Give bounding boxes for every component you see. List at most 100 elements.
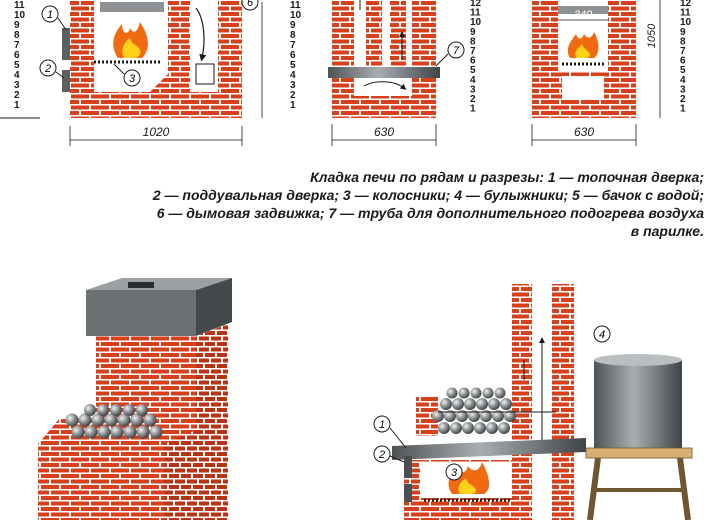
stone — [84, 425, 98, 439]
svg-text:3: 3 — [129, 73, 136, 85]
row-number: 4 — [14, 70, 20, 81]
row-number: 3 — [14, 80, 20, 91]
svg-text:2: 2 — [44, 63, 51, 75]
row-number: 10 — [680, 17, 692, 28]
stone — [130, 413, 144, 427]
stone — [438, 422, 450, 434]
fire-core — [122, 38, 141, 58]
svg-text:1: 1 — [47, 9, 53, 21]
stone — [97, 425, 111, 439]
stone — [480, 410, 492, 422]
bottom-fire-door — [404, 456, 412, 478]
dim-1020: 1020 — [69, 125, 243, 146]
row-number: 8 — [290, 30, 296, 41]
svg-text:7: 7 — [453, 45, 460, 57]
stone — [500, 398, 512, 410]
smoke-flow-arrow — [195, 7, 207, 62]
row-number: 2 — [470, 94, 476, 105]
row-number: 11 — [290, 0, 301, 11]
marker-bottom-4: 4 — [593, 325, 611, 343]
row-number: 4 — [680, 75, 686, 86]
row-number: 10 — [470, 17, 482, 28]
marker-3: 3 — [113, 63, 141, 87]
stone — [143, 413, 157, 427]
row-number: 6 — [680, 56, 686, 67]
marker-6: 6 — [241, 0, 259, 11]
row-number: 4 — [470, 75, 476, 86]
row-number: 8 — [14, 30, 20, 41]
tower-side — [196, 324, 228, 520]
stones — [100, 2, 164, 12]
stone — [97, 404, 109, 416]
row-number: 12 — [470, 0, 482, 9]
stones-chamber — [432, 387, 516, 434]
stone — [474, 422, 486, 434]
mid-left-pillar — [366, 0, 382, 66]
marker-bottom-1: 1 — [373, 415, 407, 449]
row-number: 3 — [290, 80, 296, 91]
stone — [71, 425, 85, 439]
stone — [110, 425, 124, 439]
stool-seat — [585, 447, 693, 459]
stone — [432, 410, 444, 422]
row-number: 10 — [14, 10, 26, 21]
row-number: 11 — [680, 8, 691, 19]
tank-opening — [128, 282, 154, 288]
stone — [110, 404, 122, 416]
flow-arrow-curve — [363, 81, 407, 90]
stone — [84, 404, 96, 416]
svg-text:630: 630 — [374, 125, 394, 139]
stone — [136, 425, 150, 439]
bottom-flame-core — [458, 478, 476, 494]
row-number: 5 — [680, 65, 686, 76]
heating-pipe-bottom — [392, 438, 586, 460]
svg-text:3: 3 — [451, 467, 458, 479]
stone — [136, 404, 148, 416]
dim-630-mid: 630 — [331, 124, 437, 146]
row-number: 4 — [290, 70, 296, 81]
stove-3d-view — [38, 278, 232, 520]
row-number: 9 — [14, 20, 20, 31]
stone — [123, 404, 135, 416]
stone — [123, 425, 137, 439]
stove-cross-section: 1 2 3 4 — [373, 284, 693, 520]
stone — [444, 410, 456, 422]
stone — [440, 398, 452, 410]
stone — [492, 410, 504, 422]
mid-left-wall — [332, 0, 354, 118]
svg-text:2: 2 — [378, 449, 385, 461]
tank-side — [196, 278, 232, 336]
stone — [458, 387, 470, 399]
row-number: 9 — [680, 27, 686, 38]
svg-text:6: 6 — [247, 0, 254, 9]
marker-7: 7 — [435, 41, 465, 67]
row-number: 8 — [680, 36, 686, 47]
right-stones — [558, 6, 608, 14]
row-number: 7 — [290, 40, 296, 51]
svg-text:1: 1 — [379, 419, 385, 431]
row-number: 9 — [470, 27, 476, 38]
row-number: 1 — [680, 104, 686, 115]
row-number: 6 — [470, 56, 476, 67]
stone — [470, 387, 482, 399]
svg-text:630: 630 — [574, 125, 594, 139]
stone — [486, 422, 498, 434]
row-number: 5 — [14, 60, 20, 71]
slope-masonry — [150, 72, 190, 92]
row-number: 1 — [290, 100, 296, 111]
svg-text:340: 340 — [574, 9, 593, 21]
figure-caption: Кладка печи по рядам и разрезы: 1 — топо… — [0, 168, 704, 240]
row-number: 10 — [290, 10, 302, 21]
row-number: 2 — [14, 90, 20, 101]
dim-1050: 1050 — [646, 0, 661, 118]
marker-bottom-3: 3 — [445, 463, 463, 481]
stone — [104, 413, 118, 427]
row-number: 2 — [290, 90, 296, 101]
mid-base — [332, 96, 436, 118]
row-number: 5 — [470, 65, 476, 76]
svg-text:1050: 1050 — [646, 23, 658, 48]
fire-door — [62, 28, 72, 60]
